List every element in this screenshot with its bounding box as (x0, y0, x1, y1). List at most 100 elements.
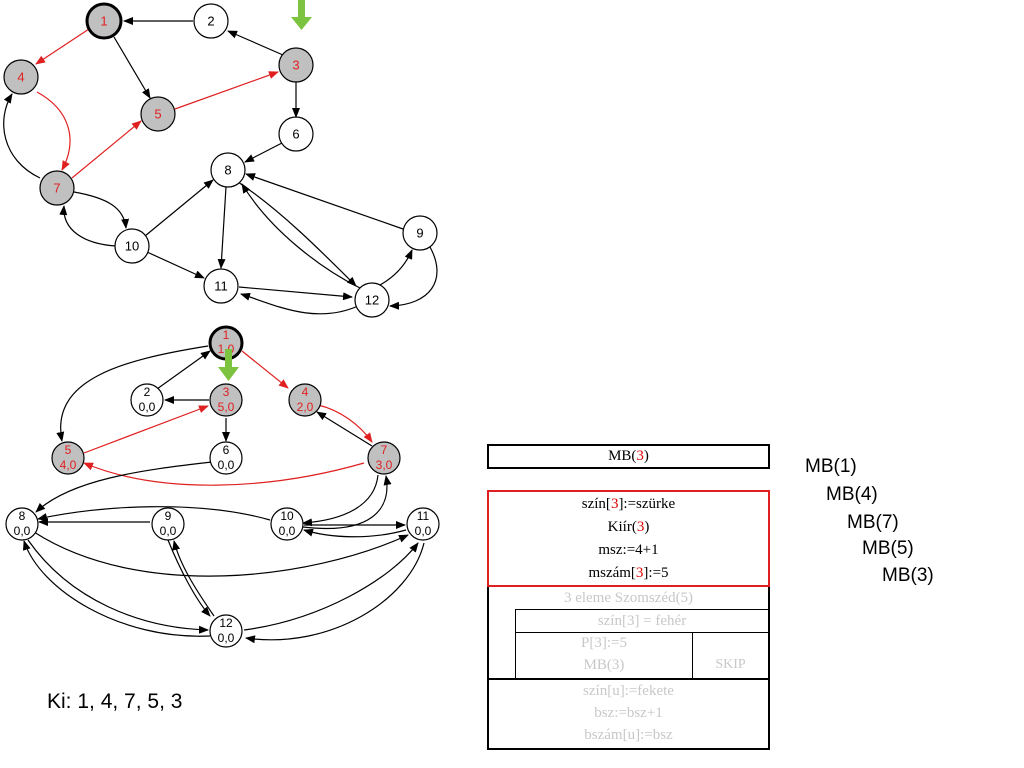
bottom-node-5: 54,0 (51, 441, 85, 475)
bedge-1-5 (56, 345, 209, 442)
bedge-4-7 (317, 404, 373, 443)
graph-diagrams: 1 2 3 4 5 6 7 8 9 10 11 12 (3, 0, 440, 648)
bedge-7-4 (316, 411, 373, 447)
bottom-node-1-label: 1 (223, 328, 230, 342)
edge-7-4 (3, 93, 41, 179)
edge-1-4 (35, 28, 90, 65)
bedge-6-8 (35, 461, 213, 513)
edge-9-8 (245, 173, 404, 230)
bottom-node-2-label: 2 (144, 385, 151, 399)
bottom-current-arrow-icon (218, 349, 239, 381)
edge-12-9 (379, 249, 413, 286)
top-node-3: 3 (278, 47, 314, 83)
top-node-2: 2 (193, 3, 229, 39)
edge-12-8 (241, 183, 361, 289)
top-graph-nodes: 1 2 3 4 5 6 7 8 9 10 11 12 (3, 2, 438, 318)
nsd-header: MB(3) (487, 444, 770, 469)
top-node-4-label: 4 (17, 69, 24, 84)
top-node-5-label: 5 (154, 106, 161, 121)
top-node-6: 6 (278, 116, 314, 152)
top-node-7: 7 (39, 170, 75, 206)
top-node-2-label: 2 (207, 13, 214, 28)
nsd-tail-line-1: szín[u]:=fekete (583, 683, 674, 699)
bedge-10-7 (302, 475, 392, 529)
bedge-1-4 (241, 350, 289, 389)
bottom-node-3-label: 3 (223, 385, 230, 399)
nsd-else-branch: SKIP (693, 632, 770, 679)
bottom-node-7: 73,0 (367, 441, 401, 475)
top-node-1-label: 1 (100, 13, 107, 28)
edge-9-12 (389, 246, 438, 310)
bottom-node-12-label: 12 (219, 616, 233, 630)
top-node-12-label: 12 (365, 292, 379, 307)
top-node-6-label: 6 (292, 126, 299, 141)
bottom-node-4-label: 4 (302, 385, 309, 399)
nsd-tail-line-2: bsz:=bsz+1 (594, 705, 663, 721)
edge-1-5 (113, 36, 151, 99)
bottom-node-4-sub: 2,0 (297, 400, 314, 414)
nsd-highlight-block: szín[3]:=szürke Kiír(3) msz:=4+1 mszám[3… (487, 490, 770, 587)
nsd-then-branch: P[3]:=5 MB(3) (515, 632, 693, 679)
call-stack-item: MB(5) (862, 538, 914, 559)
call-stack-item: MB(1) (805, 456, 857, 477)
bedge-7-5 (83, 462, 365, 486)
edge-7-10 (73, 191, 130, 229)
top-node-1: 1 (85, 2, 123, 40)
top-node-11-label: 11 (214, 278, 228, 293)
bedge-2-1 (156, 350, 211, 390)
bottom-node-5-label: 5 (65, 443, 72, 457)
nsd-loop-header: 3 eleme Szomszéd(5) (563, 590, 694, 606)
nsd-block-line-1: szín[3]:=szürke (581, 496, 676, 512)
bottom-node-2: 20,0 (130, 383, 164, 417)
bottom-node-10-sub: 0,0 (279, 524, 296, 538)
nsd-condition: szín[3] = fehér (515, 609, 770, 633)
bedge-12-9 (172, 540, 215, 617)
bedge-10-8 (37, 506, 271, 521)
bedge-5-3 (83, 405, 209, 454)
bedge-12-11 (243, 542, 419, 631)
call-stack-item: MB(4) (826, 484, 878, 505)
bedge-11-12 (245, 542, 425, 644)
bottom-node-8-label: 8 (19, 509, 26, 523)
edge-7-5 (71, 120, 142, 179)
bedge-7-10 (302, 474, 379, 527)
top-node-10: 10 (114, 228, 150, 264)
bottom-node-6-sub: 0,0 (218, 458, 235, 472)
edge-10-7 (59, 205, 117, 247)
top-node-11: 11 (203, 268, 239, 304)
bottom-node-8-sub: 0,0 (14, 524, 31, 538)
bottom-node-3: 35,0 (209, 383, 243, 417)
output-text: Ki: 1, 4, 7, 5, 3 (47, 690, 183, 713)
bottom-graph-edges (23, 345, 425, 644)
top-node-8: 8 (210, 152, 246, 188)
edge-8-11 (217, 186, 227, 269)
bedge-9-12 (167, 539, 211, 617)
bottom-node-9-label: 9 (165, 509, 172, 523)
bottom-node-3-sub: 5,0 (218, 400, 235, 414)
edge-6-8 (244, 142, 283, 163)
edge-3-2 (227, 30, 284, 56)
edge-12-11 (240, 292, 359, 315)
top-node-5: 5 (140, 96, 176, 132)
call-stack-item: MB(7) (847, 512, 899, 533)
bottom-node-5-sub: 4,0 (60, 458, 77, 472)
nsd-block-line-4: mszám[3]:=5 (588, 565, 669, 581)
bedge-11-10 (303, 528, 407, 538)
bottom-node-4: 42,0 (288, 383, 322, 417)
top-node-10-label: 10 (125, 238, 139, 253)
nsd-tail-block: szín[u]:=fekete bsz:=bsz+1 bszám[u]:=bsz (487, 678, 770, 750)
bottom-node-2-sub: 0,0 (139, 400, 156, 414)
edge-10-11 (146, 251, 205, 279)
nsd-tail-line-3: bszám[u]:=bsz (584, 727, 673, 743)
bottom-node-7-sub: 3,0 (376, 458, 393, 472)
edge-4-7 (36, 91, 71, 171)
bottom-node-11-label: 11 (417, 509, 430, 523)
bottom-node-12: 120,0 (209, 614, 243, 648)
bedge-8-11 (33, 531, 409, 577)
bottom-node-12-sub: 0,0 (218, 631, 235, 645)
edge-11-12 (238, 286, 353, 301)
bottom-node-8: 80,0 (5, 507, 39, 541)
top-node-4: 4 (3, 59, 39, 95)
bottom-node-6-label: 6 (223, 443, 230, 457)
